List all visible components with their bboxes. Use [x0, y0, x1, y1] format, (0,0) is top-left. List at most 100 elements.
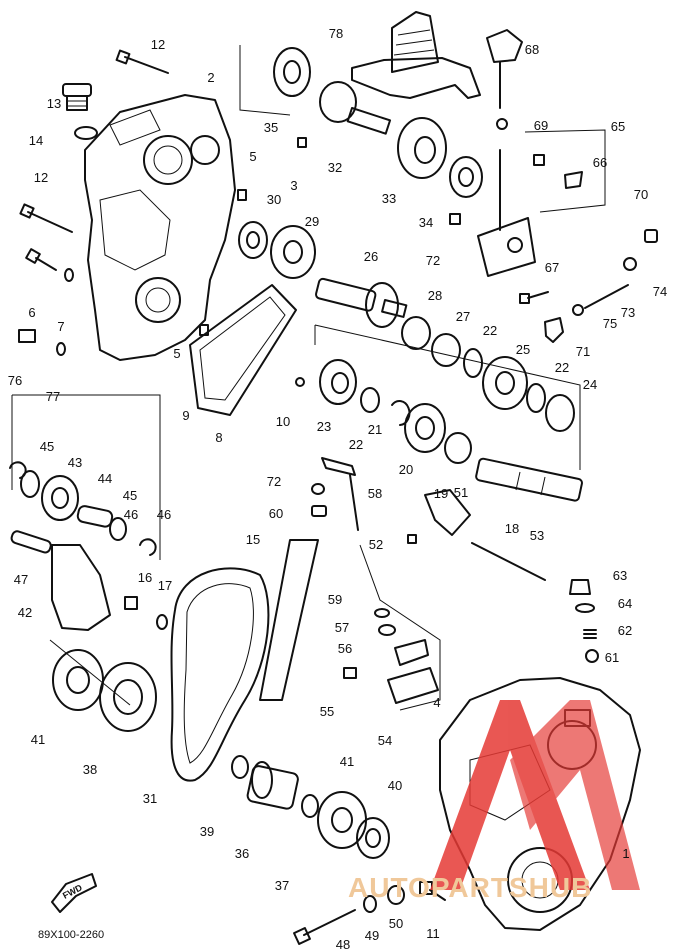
part-label-56: 56	[338, 641, 352, 656]
bolt-head-65	[533, 154, 545, 166]
part-label-11: 11	[426, 926, 440, 941]
sprocket-36	[246, 761, 299, 810]
cover-web	[99, 189, 171, 271]
group-frame-top	[239, 45, 291, 116]
cover-bore-lower-inner	[145, 287, 171, 313]
part-label-62: 62	[618, 623, 632, 638]
washer-22-upper	[463, 348, 483, 378]
part-label-52: 52	[369, 537, 383, 552]
washer-22-right	[526, 383, 546, 413]
part-label-47: 47	[14, 572, 28, 587]
gear-33	[397, 117, 447, 179]
part-label-39: 39	[200, 824, 214, 839]
nut-69	[496, 118, 508, 130]
shaft-26	[315, 277, 408, 328]
part-label-61: 61	[605, 650, 619, 665]
part-label-35: 35	[264, 120, 278, 135]
bearing-35	[273, 47, 311, 97]
group-frame-right	[314, 324, 581, 470]
bearing-41-left	[52, 649, 104, 711]
washer-64	[575, 603, 595, 613]
circlip-46-right	[139, 538, 157, 556]
part-label-26: 26	[364, 249, 378, 264]
spring-56	[394, 639, 429, 666]
nut-72-lower	[311, 483, 325, 495]
washer-77	[56, 342, 66, 356]
part-label-60: 60	[269, 506, 283, 521]
part-label-75: 75	[603, 316, 617, 331]
belt-guide-15	[259, 539, 319, 701]
washer-45-left	[20, 470, 40, 498]
part-label-64: 64	[618, 596, 632, 611]
part-label-69: 69	[534, 118, 548, 133]
shift-knob-68	[486, 29, 523, 109]
seal-30	[238, 221, 268, 259]
bearing-43	[41, 475, 79, 521]
part-label-33: 33	[382, 191, 396, 206]
part-label-53: 53	[530, 528, 544, 543]
drive-belt-31-inner	[183, 583, 254, 764]
part-label-27: 27	[456, 309, 470, 324]
part-label-37: 37	[275, 878, 289, 893]
part-label-25: 25	[516, 342, 530, 357]
shift-lever-assembly-65	[477, 149, 536, 277]
part-label-22: 22	[349, 437, 363, 452]
part-label-45: 45	[123, 488, 137, 503]
part-label-76: 76	[8, 373, 22, 388]
part-label-66: 66	[593, 155, 607, 170]
shift-fork-51	[424, 489, 471, 536]
watermark-logo-icon	[430, 700, 640, 890]
left-cover-outline	[84, 94, 236, 361]
part-label-1: 1	[622, 846, 629, 861]
shaft-18	[475, 457, 583, 502]
bearing-29	[270, 225, 316, 279]
part-label-42: 42	[18, 605, 32, 620]
dowel-5-upper	[237, 189, 247, 201]
washer-7	[64, 268, 74, 282]
part-label-71: 71	[576, 344, 590, 359]
bracket-42	[51, 544, 111, 631]
part-label-78: 78	[329, 26, 343, 41]
part-label-51: 51	[454, 485, 468, 500]
washer-17	[156, 614, 168, 630]
gear-38	[99, 662, 157, 732]
bearing-24	[545, 394, 575, 432]
part-label-5: 5	[249, 149, 256, 164]
washer-49	[363, 895, 377, 913]
part-label-70: 70	[634, 187, 648, 202]
collar-19	[444, 432, 472, 464]
part-label-36: 36	[235, 846, 249, 861]
part-label-19: 19	[434, 486, 448, 501]
part-label-20: 20	[399, 462, 413, 477]
gear-23	[319, 359, 357, 405]
part-label-54: 54	[378, 733, 392, 748]
circlip-21	[391, 400, 411, 426]
callout-line-65	[524, 129, 606, 213]
part-label-41: 41	[340, 754, 354, 769]
part-label-49: 49	[365, 928, 379, 943]
part-label-44: 44	[98, 471, 112, 486]
bolt-55	[343, 667, 357, 679]
part-label-23: 23	[317, 419, 331, 434]
part-label-46: 46	[157, 507, 171, 522]
plug-76	[18, 329, 36, 343]
part-label-58: 58	[368, 486, 382, 501]
bearing-20	[404, 403, 446, 453]
washer-22-lower	[360, 387, 380, 413]
part-label-55: 55	[320, 704, 334, 719]
part-label-22: 22	[555, 360, 569, 375]
part-label-45: 45	[40, 439, 54, 454]
part-label-6: 6	[28, 305, 35, 320]
cover-bore-upper	[143, 135, 193, 185]
clip-66	[564, 171, 583, 189]
part-label-17: 17	[158, 578, 172, 593]
gear-25	[482, 356, 528, 410]
bolt-67	[519, 291, 549, 304]
part-label-4: 4	[433, 695, 440, 710]
washer-57	[378, 624, 396, 636]
part-label-72: 72	[426, 253, 440, 268]
pin-47	[10, 530, 52, 554]
part-label-2: 2	[207, 70, 214, 85]
